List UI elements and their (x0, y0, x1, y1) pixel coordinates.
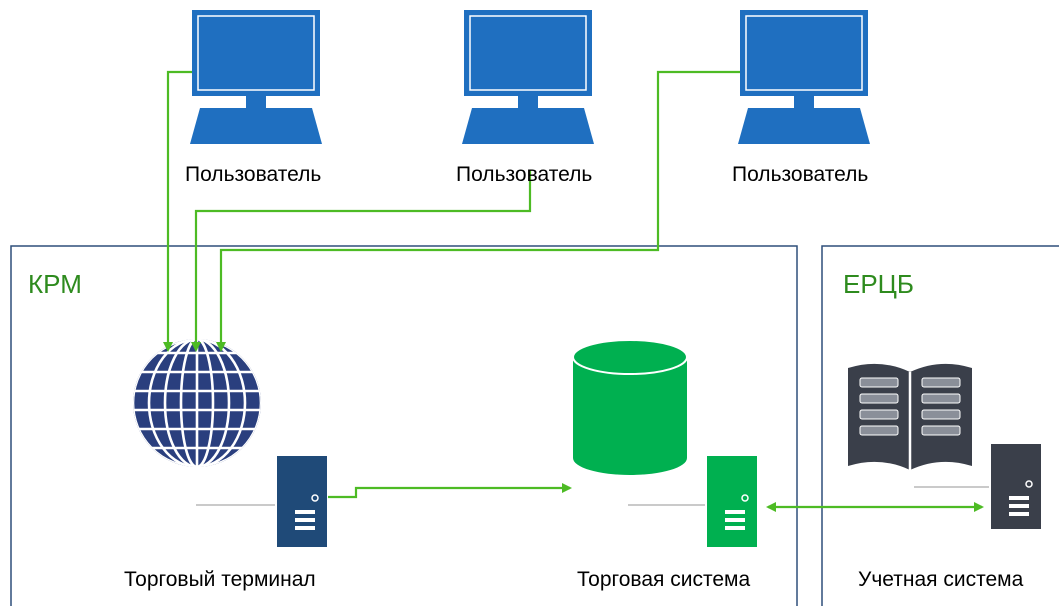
globe-icon (133, 339, 261, 467)
trading-terminal-label: Торговый терминал (124, 568, 316, 591)
monitor-icon (462, 10, 594, 144)
ercb-zone-title: ЕРЦБ (843, 269, 914, 299)
server-icon (628, 454, 759, 549)
server-icon (914, 442, 1043, 531)
user-label: Пользователь (456, 163, 593, 186)
trading-system-label: Торговая система (577, 568, 751, 591)
ercb-zone-box (821, 245, 1059, 606)
krm-zone-box (10, 245, 798, 606)
connector-arrow (163, 70, 192, 352)
database-icon (572, 339, 688, 475)
monitor-icon (190, 10, 322, 144)
monitor-icon (738, 10, 870, 144)
connector-arrow (328, 483, 572, 499)
user-label: Пользователь (185, 163, 322, 186)
user-label: Пользователь (732, 163, 869, 186)
connector-arrow (216, 70, 740, 352)
connector-arrow (191, 170, 532, 352)
book-icon (848, 363, 972, 470)
krm-zone-title: КРМ (28, 269, 82, 299)
server-icon (196, 454, 329, 549)
accounting-system-label: Учетная система (858, 568, 1024, 591)
